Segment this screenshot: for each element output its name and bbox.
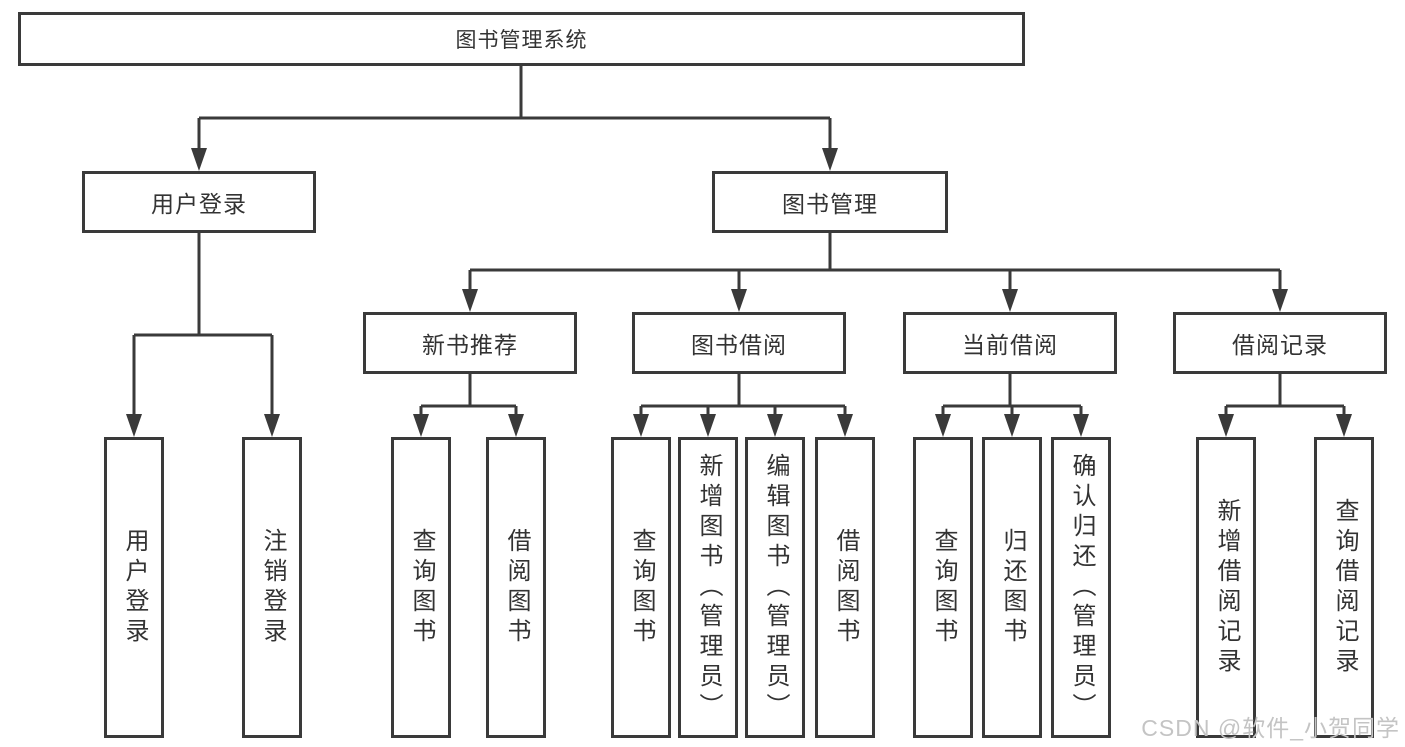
leaf-label: 归还图书	[999, 527, 1026, 648]
leaf-label: 查询借阅记录	[1331, 497, 1358, 678]
leaf-add-book-admin: 新增图书（管理员）	[678, 437, 738, 738]
csdn-watermark: CSDN @软件_小贺同学	[1141, 715, 1400, 741]
leaf-label: 新增借阅记录	[1213, 497, 1240, 678]
leaf-label: 查询图书	[628, 527, 655, 648]
node-library-system: 图书管理系统	[18, 12, 1025, 66]
leaf-label: 借阅图书	[832, 527, 859, 648]
leaf-borrow-books-1: 借阅图书	[486, 437, 546, 738]
leaf-confirm-return-admin: 确认归还（管理员）	[1051, 437, 1111, 738]
leaf-label: 查询图书	[408, 527, 435, 648]
leaf-label: 用户登录	[121, 527, 148, 648]
leaf-query-books-1: 查询图书	[391, 437, 451, 738]
leaf-query-borrow-record: 查询借阅记录	[1314, 437, 1374, 738]
leaf-query-books-2: 查询图书	[611, 437, 671, 738]
node-current-borrow: 当前借阅	[903, 312, 1117, 374]
leaf-label: 注销登录	[259, 527, 286, 648]
leaf-add-borrow-record: 新增借阅记录	[1196, 437, 1256, 738]
leaf-edit-book-admin: 编辑图书（管理员）	[745, 437, 805, 738]
node-book-borrow: 图书借阅	[632, 312, 846, 374]
leaf-label: 编辑图书（管理员）	[762, 452, 789, 723]
node-user-login: 用户登录	[82, 171, 316, 233]
leaf-user-login: 用户登录	[104, 437, 164, 738]
node-borrow-records: 借阅记录	[1173, 312, 1387, 374]
leaf-return-book: 归还图书	[982, 437, 1042, 738]
leaf-query-books-3: 查询图书	[913, 437, 973, 738]
leaf-label: 新增图书（管理员）	[695, 452, 722, 723]
leaf-borrow-books-2: 借阅图书	[815, 437, 875, 738]
leaf-label: 借阅图书	[503, 527, 530, 648]
leaf-logout: 注销登录	[242, 437, 302, 738]
node-book-management: 图书管理	[712, 171, 948, 233]
leaf-label: 确认归还（管理员）	[1068, 452, 1095, 723]
node-new-book-recommend: 新书推荐	[363, 312, 577, 374]
leaf-label: 查询图书	[930, 527, 957, 648]
